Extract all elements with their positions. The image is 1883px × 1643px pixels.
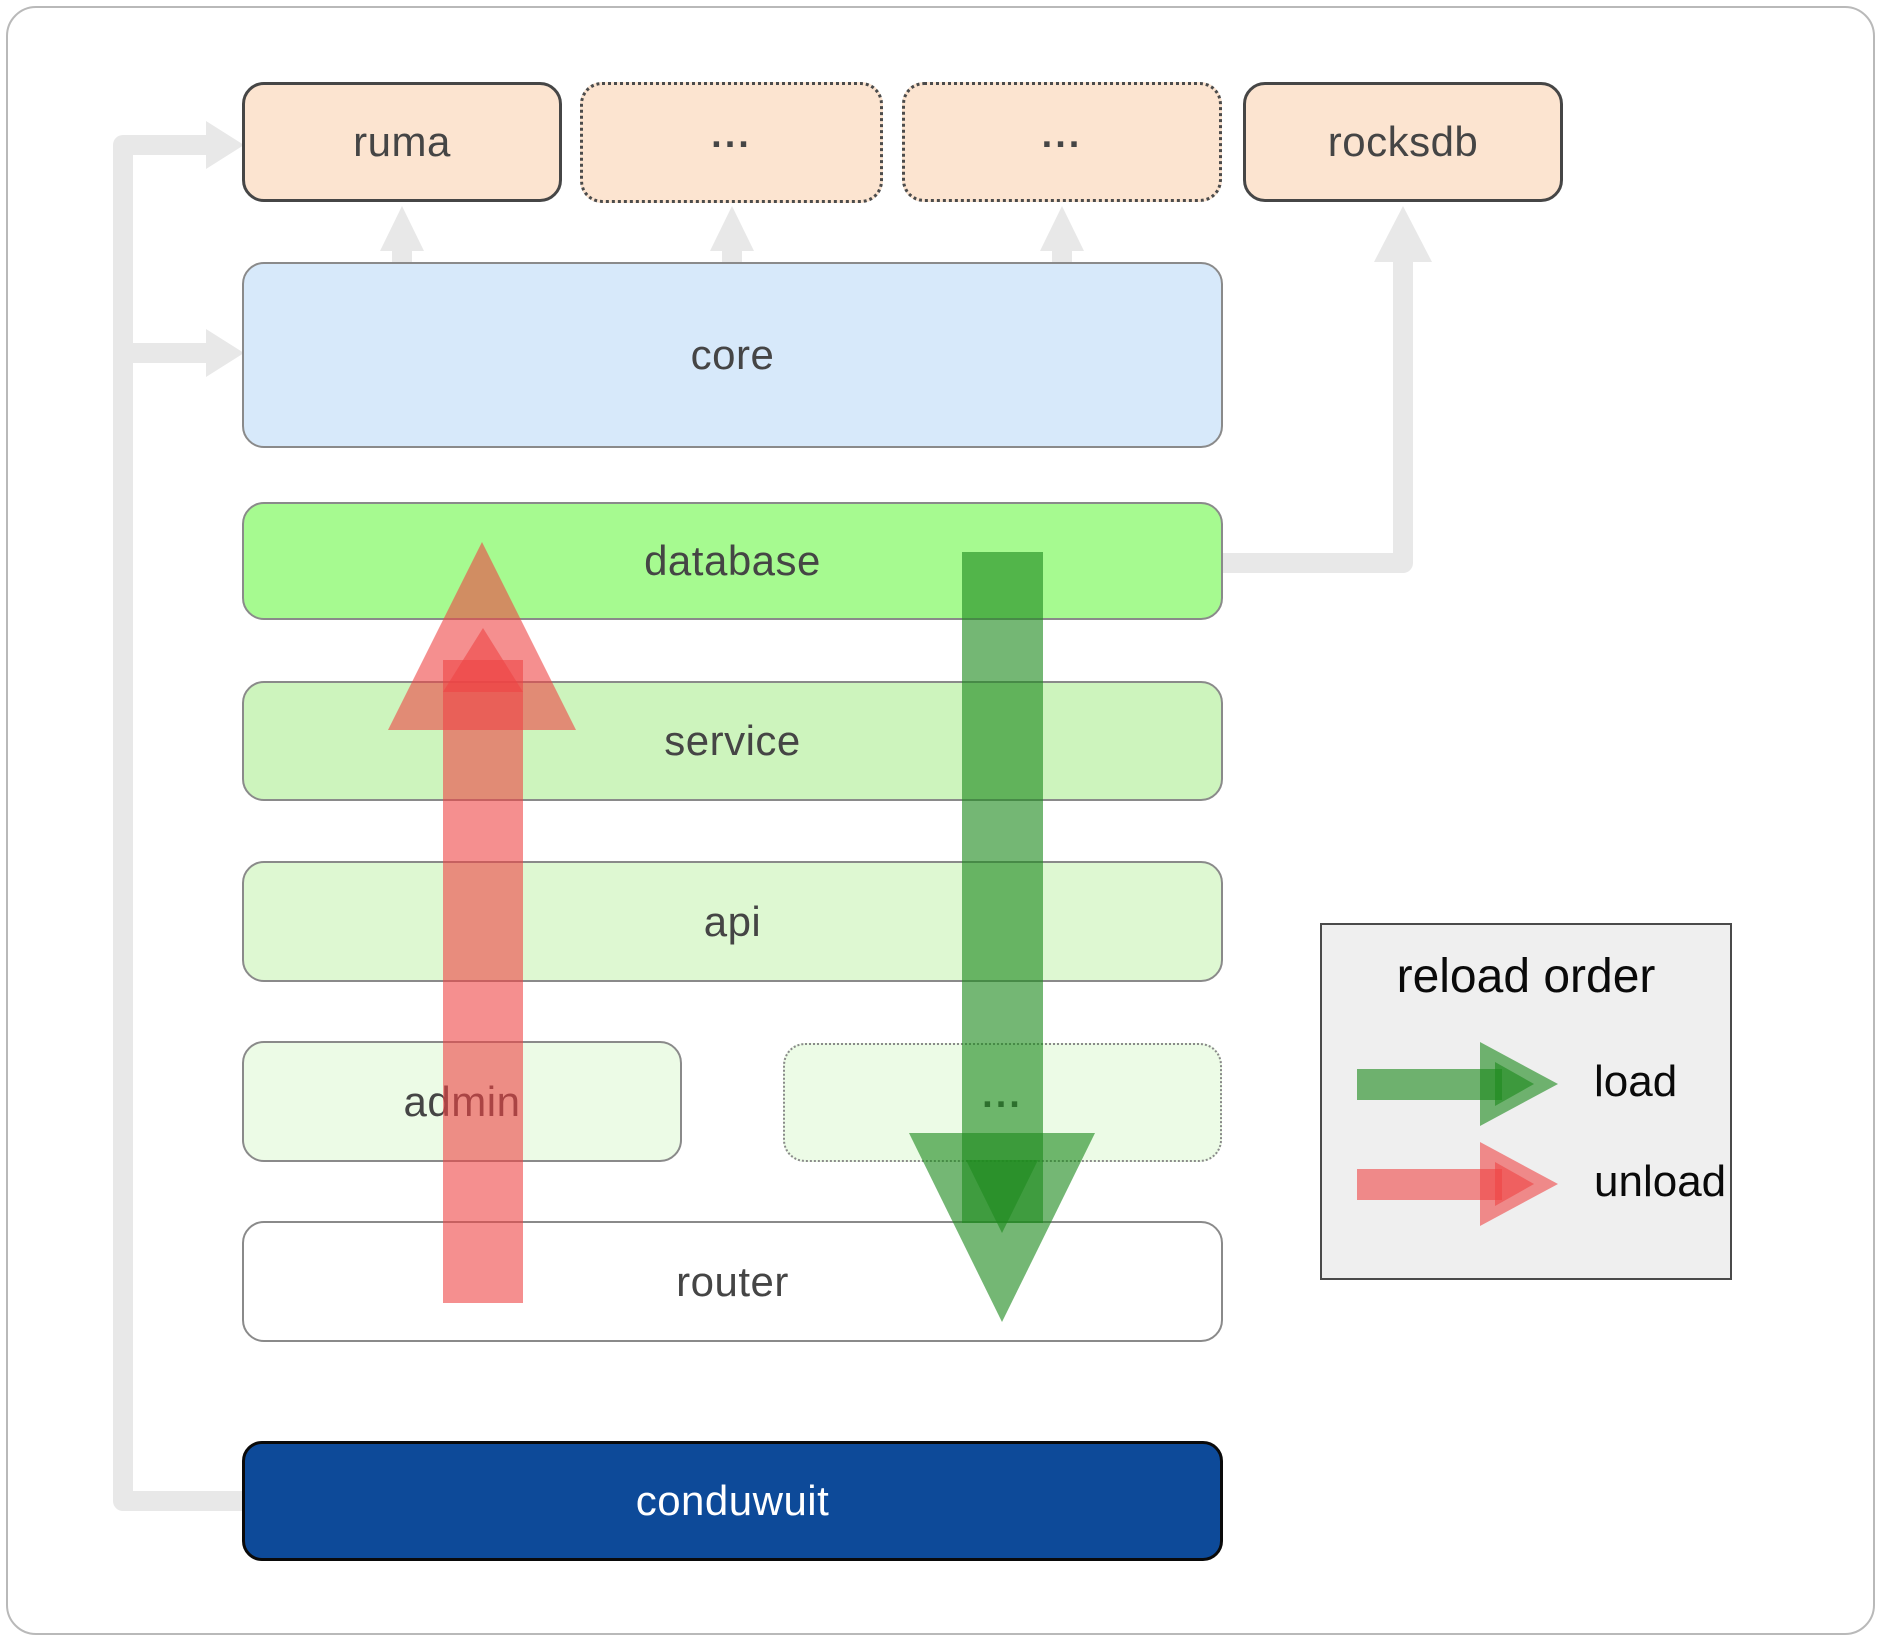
legend-label-load: load (1594, 1057, 1678, 1106)
box-database-label: database (644, 537, 821, 584)
box-deps-dots-2: ... (902, 82, 1222, 202)
box-service: service (242, 681, 1223, 801)
box-router-label: router (676, 1257, 789, 1305)
box-admin: admin (242, 1041, 682, 1162)
outer-frame (6, 6, 1875, 1635)
box-admin-dots: ... (783, 1043, 1222, 1162)
box-conduwuit-label: conduwuit (635, 1477, 830, 1524)
box-core: core (242, 262, 1223, 448)
box-core-label: core (690, 331, 775, 378)
box-rocksdb: rocksdb (1243, 82, 1563, 202)
box-deps-dots-1: ... (580, 82, 883, 203)
legend-load-arrow-icon (1357, 1042, 1558, 1126)
box-service-label: service (664, 717, 801, 764)
box-api: api (242, 861, 1223, 982)
box-api-label: api (703, 897, 762, 945)
box-rocksdb-label: rocksdb (1327, 118, 1479, 165)
box-database: database (242, 502, 1223, 620)
box-admin-dots-label: ... (982, 1074, 1023, 1116)
box-admin-label: admin (403, 1077, 521, 1125)
box-deps-dots-2-label: ... (1041, 113, 1083, 156)
legend-unload-arrow-icon (1357, 1142, 1558, 1226)
box-conduwuit: conduwuit (242, 1441, 1223, 1561)
box-deps-dots-1-label: ... (711, 114, 752, 156)
box-ruma: ruma (242, 82, 562, 202)
legend-label-unload: unload (1594, 1157, 1727, 1206)
box-router: router (242, 1221, 1223, 1342)
box-ruma-label: ruma (353, 118, 451, 165)
legend-title: reload order (1396, 950, 1656, 1003)
legend: reload order load unload (1320, 923, 1732, 1280)
